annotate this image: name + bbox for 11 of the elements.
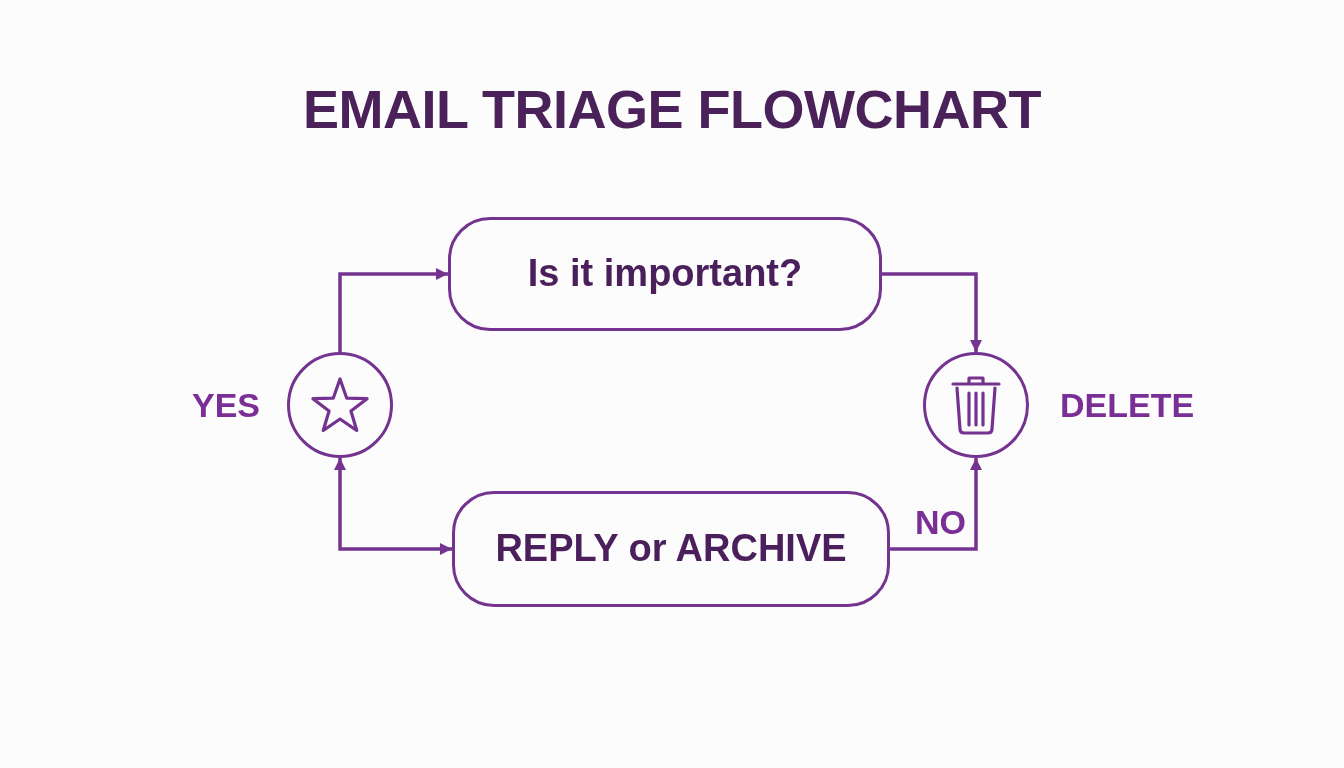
side-label: YES (191, 388, 260, 422)
arrow (334, 458, 452, 555)
circle-node (923, 352, 1029, 458)
circle-node (287, 352, 393, 458)
title: EMAIL TRIAGE FLOWCHART (303, 79, 1041, 139)
side-label: DELETE (1060, 388, 1195, 422)
process-box: Is it important? (448, 217, 882, 331)
arrow (882, 272, 982, 352)
arrow (890, 458, 982, 551)
arrow (338, 268, 448, 352)
process-box: REPLY or ARCHIVE (452, 491, 890, 607)
